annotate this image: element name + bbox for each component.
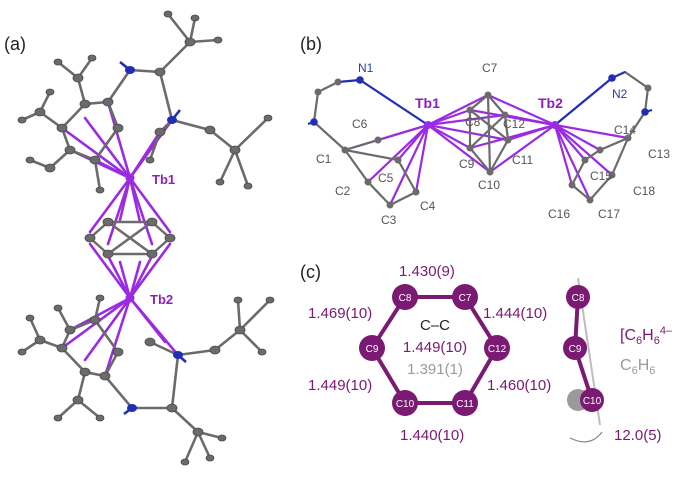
ring-label-c7: C7 — [459, 293, 472, 304]
panel-a-tb1-label: Tb1 — [152, 172, 175, 187]
ring-atom-c11 — [452, 390, 478, 416]
panel-a-carbon-bonds — [20, 12, 272, 464]
panel-c-ring-atom-labels: C8 C7 C12 C11 C10 C9 — [366, 293, 507, 410]
label-c1: C1 — [316, 152, 332, 166]
label-c17: C17 — [598, 207, 620, 221]
panel-c-side-labels: C8 C9 C10 — [569, 293, 602, 407]
panel-b-carbon-atoms — [314, 78, 652, 209]
panel-a-nitrogen-atoms — [125, 66, 183, 412]
legend-anion: [C6H64– — [620, 325, 673, 347]
ring-atom-c7 — [452, 284, 478, 310]
legend-neutral: C6H6 — [620, 357, 655, 377]
ring-label-c9: C9 — [366, 344, 379, 355]
panel-b-atom-labels: N1 N2 Tb1 Tb2 C1 C2 C3 C4 C5 C6 C7 C8 C9… — [316, 61, 670, 227]
panel-a: (a) — [4, 10, 275, 466]
bond-c11-c10: 1.440(10) — [400, 427, 464, 444]
panel-b-tb1-atom — [424, 121, 432, 129]
label-c14: C14 — [614, 123, 636, 137]
ring-atom-c9 — [359, 335, 385, 361]
label-c10: C10 — [478, 178, 500, 192]
panel-a-tb1-atom — [125, 173, 135, 183]
label-c5: C5 — [378, 171, 394, 185]
ring-label-c11: C11 — [456, 399, 474, 410]
panel-c-bond-length-labels: 1.430(9) 1.444(10) 1.460(10) 1.440(10) 1… — [308, 263, 551, 444]
label-c7: C7 — [482, 61, 498, 75]
label-c13: C13 — [648, 147, 670, 161]
label-c18: C18 — [633, 184, 655, 198]
label-c15: C15 — [590, 169, 612, 183]
panel-c-label: (c) — [300, 262, 321, 282]
label-c4: C4 — [420, 199, 436, 213]
side-label-c8: C8 — [572, 293, 585, 304]
panel-a-tb-bonds — [60, 100, 180, 378]
label-n2: N2 — [612, 87, 628, 101]
panel-c: (c) C8 C7 C12 C11 C10 C9 1.430(9) 1.444(… — [300, 262, 673, 444]
panel-b-nitrogen-atoms — [310, 74, 649, 126]
panel-b-tb2-atom — [551, 121, 559, 129]
panel-a-tb2-label: Tb2 — [150, 292, 173, 307]
bond-c9-c8: 1.469(10) — [308, 305, 372, 322]
ring-atom-c10 — [392, 390, 418, 416]
ring-center-benzene-value: 1.391(1) — [407, 361, 463, 378]
label-c9: C9 — [459, 157, 475, 171]
angle-arc — [569, 431, 603, 443]
panel-c-ring-atoms — [359, 284, 510, 416]
side-label-c10: C10 — [583, 396, 602, 407]
bond-c8-c7: 1.430(9) — [399, 263, 455, 280]
ring-center-anion-value: 1.449(10) — [403, 339, 467, 356]
panel-c-side-view — [563, 277, 604, 443]
label-tb1: Tb1 — [415, 95, 440, 111]
panel-b: (b) — [300, 34, 670, 227]
bond-c10-c9: 1.449(10) — [308, 377, 372, 394]
bond-c7-c12: 1.444(10) — [483, 305, 547, 322]
label-c6: C6 — [352, 117, 368, 131]
side-atom-c10 — [580, 388, 604, 412]
label-tb2: Tb2 — [538, 95, 563, 111]
ring-label-c10: C10 — [396, 399, 415, 410]
ring-atom-c12 — [484, 335, 510, 361]
side-atom-c9 — [563, 336, 587, 360]
angle-label: 12.0(5) — [614, 427, 662, 444]
label-c16: C16 — [548, 207, 570, 221]
ring-center-title: C–C — [420, 317, 450, 334]
bond-c12-c11: 1.460(10) — [487, 377, 551, 394]
panel-a-tb2-atom — [125, 293, 135, 303]
ring-label-c12: C12 — [488, 344, 507, 355]
label-c12: C12 — [503, 117, 525, 131]
side-atom-c8 — [566, 285, 590, 309]
panel-a-carbon-atoms — [17, 10, 275, 466]
ring-label-c8: C8 — [399, 293, 412, 304]
label-c11: C11 — [512, 153, 533, 167]
label-c2: C2 — [335, 184, 351, 198]
panel-b-label: (b) — [300, 34, 322, 54]
side-label-c9: C9 — [569, 344, 582, 355]
panel-b-tb-bonds — [343, 93, 630, 207]
label-c8: C8 — [465, 115, 481, 129]
label-n1: N1 — [358, 61, 374, 75]
label-c3: C3 — [381, 213, 397, 227]
panel-a-label: (a) — [4, 34, 26, 54]
ring-atom-c8 — [392, 284, 418, 310]
